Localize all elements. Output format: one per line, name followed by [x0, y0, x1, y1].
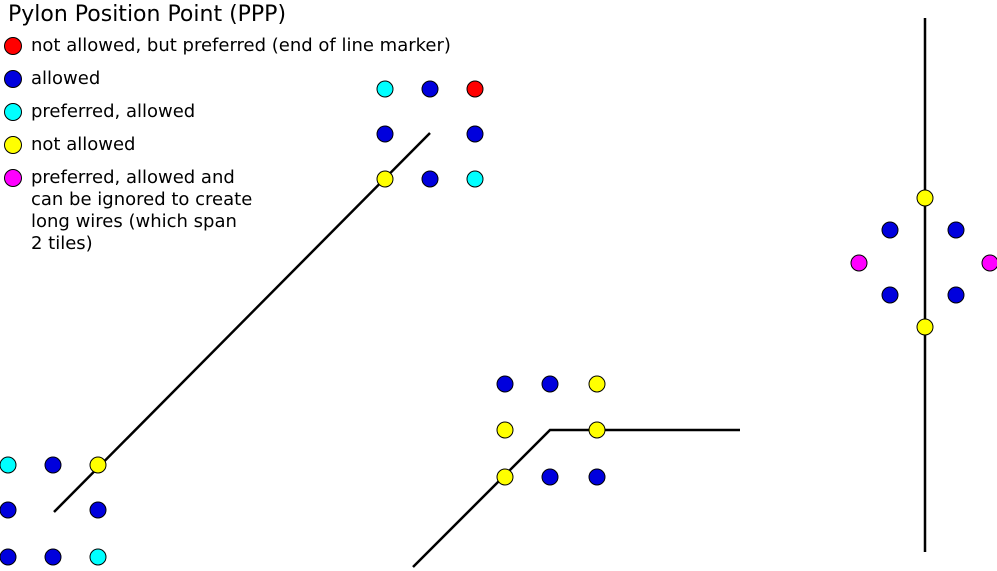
legend: not allowed, but preferred (end of line … — [4, 35, 451, 266]
cyan-ppp-dot — [89, 548, 107, 566]
corner-track-line — [412, 428, 740, 568]
blue-ppp-dot — [588, 468, 606, 486]
blue-ppp-dot — [881, 221, 899, 239]
cyan-ppp-dot — [0, 456, 17, 474]
red-ppp-dot — [466, 80, 484, 98]
blue-ppp-dot — [466, 125, 484, 143]
legend-label: preferred, allowed and can be ignored to… — [31, 167, 253, 254]
yellow-ppp-dot — [89, 456, 107, 474]
cyan-dot-icon — [4, 103, 22, 121]
yellow-ppp-dot — [588, 375, 606, 393]
legend-item-yellow: not allowed — [4, 134, 451, 156]
blue-ppp-dot — [421, 80, 439, 98]
legend-item-blue: allowed — [4, 68, 451, 90]
yellow-ppp-dot — [916, 318, 934, 336]
legend-item-cyan: preferred, allowed — [4, 101, 451, 123]
diagonal-track-line — [53, 132, 431, 513]
blue-ppp-dot — [541, 468, 559, 486]
blue-ppp-dot — [89, 501, 107, 519]
blue-ppp-dot — [947, 286, 965, 304]
yellow-ppp-dot — [376, 170, 394, 188]
legend-item-red: not allowed, but preferred (end of line … — [4, 35, 451, 57]
blue-ppp-dot — [0, 501, 17, 519]
magenta-ppp-dot — [981, 254, 997, 272]
yellow-ppp-dot — [916, 189, 934, 207]
legend-label: preferred, allowed — [31, 101, 196, 122]
blue-ppp-dot — [881, 286, 899, 304]
yellow-dot-icon — [4, 136, 22, 154]
magenta-dot-icon — [4, 169, 22, 187]
blue-ppp-dot — [0, 548, 17, 566]
blue-ppp-dot — [541, 375, 559, 393]
blue-ppp-dot — [421, 170, 439, 188]
blue-ppp-dot — [44, 548, 62, 566]
blue-dot-icon — [4, 70, 22, 88]
magenta-ppp-dot — [850, 254, 868, 272]
blue-ppp-dot — [44, 456, 62, 474]
red-dot-icon — [4, 37, 22, 55]
legend-label: not allowed, but preferred (end of line … — [31, 35, 451, 56]
blue-ppp-dot — [947, 221, 965, 239]
yellow-ppp-dot — [496, 468, 514, 486]
yellow-ppp-dot — [496, 421, 514, 439]
legend-item-magenta: preferred, allowed and can be ignored to… — [4, 167, 451, 255]
legend-label: allowed — [31, 68, 101, 89]
legend-label: not allowed — [31, 134, 136, 155]
cyan-ppp-dot — [376, 80, 394, 98]
blue-ppp-dot — [496, 375, 514, 393]
blue-ppp-dot — [376, 125, 394, 143]
cyan-ppp-dot — [466, 170, 484, 188]
yellow-ppp-dot — [588, 421, 606, 439]
page-title: Pylon Position Point (PPP) — [8, 2, 287, 27]
